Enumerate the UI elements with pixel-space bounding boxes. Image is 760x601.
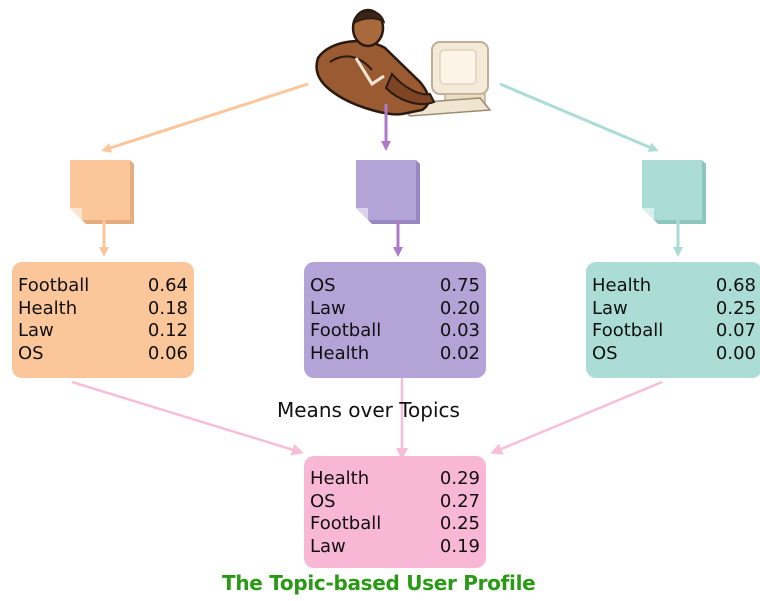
profile-row: Health 0.29 — [310, 468, 480, 491]
arrow-box-to-profile-right — [490, 380, 663, 455]
topic-value: 0.25 — [715, 297, 756, 319]
topic-label: Health — [310, 342, 370, 364]
topic-row: Health 0.68 — [592, 275, 756, 298]
topic-label: Football — [18, 275, 90, 296]
topic-label: OS — [18, 342, 44, 364]
topic-value: 0.27 — [439, 490, 480, 512]
topic-row: OS 0.00 — [592, 343, 756, 366]
profile-row: Law 0.19 — [310, 536, 480, 559]
topic-row: Health 0.02 — [310, 343, 480, 366]
topic-value: 0.03 — [439, 320, 480, 341]
user-profile-box: Health 0.29 OS 0.27 Football 0.25 Law 0.19 — [304, 456, 486, 568]
topic-label: Law — [592, 297, 628, 319]
topic-label: Law — [18, 320, 54, 341]
topic-row: Football 0.64 — [18, 275, 188, 298]
topic-value: 0.68 — [715, 275, 756, 296]
topic-value: 0.18 — [147, 297, 188, 319]
topic-box-right: Health 0.68 Law 0.25 Football 0.07 OS 0.00 — [586, 262, 760, 378]
topic-box-left: Football 0.64 Health 0.18 Law 0.12 OS 0.06 — [12, 262, 194, 378]
topic-value: 0.25 — [439, 513, 480, 534]
topic-row: Law 0.20 — [310, 298, 480, 321]
arrow-box-to-profile-left — [71, 380, 304, 456]
topic-label: Law — [310, 535, 346, 557]
topic-value: 0.02 — [439, 342, 480, 364]
means-over-topics-label: Means over Topics — [277, 398, 460, 422]
topic-row: Football 0.07 — [592, 320, 756, 343]
topic-row: OS 0.75 — [310, 275, 480, 298]
topic-row: Football 0.03 — [310, 320, 480, 343]
topic-value: 0.75 — [439, 275, 480, 296]
topic-label: Football — [592, 320, 664, 341]
document-icon — [70, 160, 134, 224]
topic-value: 0.20 — [439, 297, 480, 319]
profile-title: The Topic-based User Profile — [222, 571, 536, 595]
topic-row: Law 0.12 — [18, 320, 188, 343]
topic-label: Football — [310, 513, 382, 534]
profile-row: Football 0.25 — [310, 513, 480, 536]
topic-value: 0.64 — [147, 275, 188, 296]
topic-label: OS — [592, 342, 618, 364]
topic-label: Health — [310, 468, 370, 489]
topic-value: 0.19 — [439, 535, 480, 557]
topic-value: 0.07 — [715, 320, 756, 341]
document-icon — [642, 160, 706, 224]
arrow-user-to-doc-right — [499, 82, 659, 152]
topic-value: 0.00 — [715, 342, 756, 364]
document-icon — [356, 160, 420, 224]
topic-label: OS — [310, 490, 336, 512]
topic-value: 0.06 — [147, 342, 188, 364]
topic-row: OS 0.06 — [18, 343, 188, 366]
topic-label: Health — [18, 297, 78, 319]
topic-value: 0.29 — [439, 468, 480, 489]
topic-value: 0.12 — [147, 320, 188, 341]
topic-label: Health — [592, 275, 652, 296]
topic-row: Law 0.25 — [592, 298, 756, 321]
user-at-computer-icon — [315, 8, 492, 117]
arrow-user-to-doc-left — [101, 82, 309, 153]
topic-row: Health 0.18 — [18, 298, 188, 321]
profile-row: OS 0.27 — [310, 491, 480, 514]
topic-label: Football — [310, 320, 382, 341]
topic-label: OS — [310, 275, 336, 296]
topic-label: Law — [310, 297, 346, 319]
topic-box-middle: OS 0.75 Law 0.20 Football 0.03 Health 0.02 — [304, 262, 486, 378]
